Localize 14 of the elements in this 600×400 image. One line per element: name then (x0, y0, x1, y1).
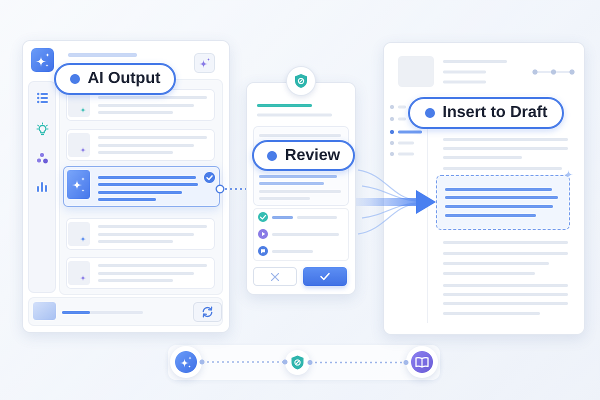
step-label: Review (284, 148, 340, 164)
output-panel (22, 40, 230, 333)
label-pill (252, 140, 355, 171)
dotted-connector (200, 360, 288, 364)
arrow (356, 190, 436, 214)
label-pill (408, 97, 564, 129)
step-label: AI Output (88, 71, 160, 87)
draft-document (383, 42, 585, 335)
dotted-connector (308, 360, 408, 365)
selected-result-card (63, 166, 220, 207)
dotted-connector (216, 184, 246, 194)
label-pill (54, 63, 176, 95)
step-label: Insert to Draft (442, 105, 548, 121)
inserted-text-block (436, 175, 570, 230)
